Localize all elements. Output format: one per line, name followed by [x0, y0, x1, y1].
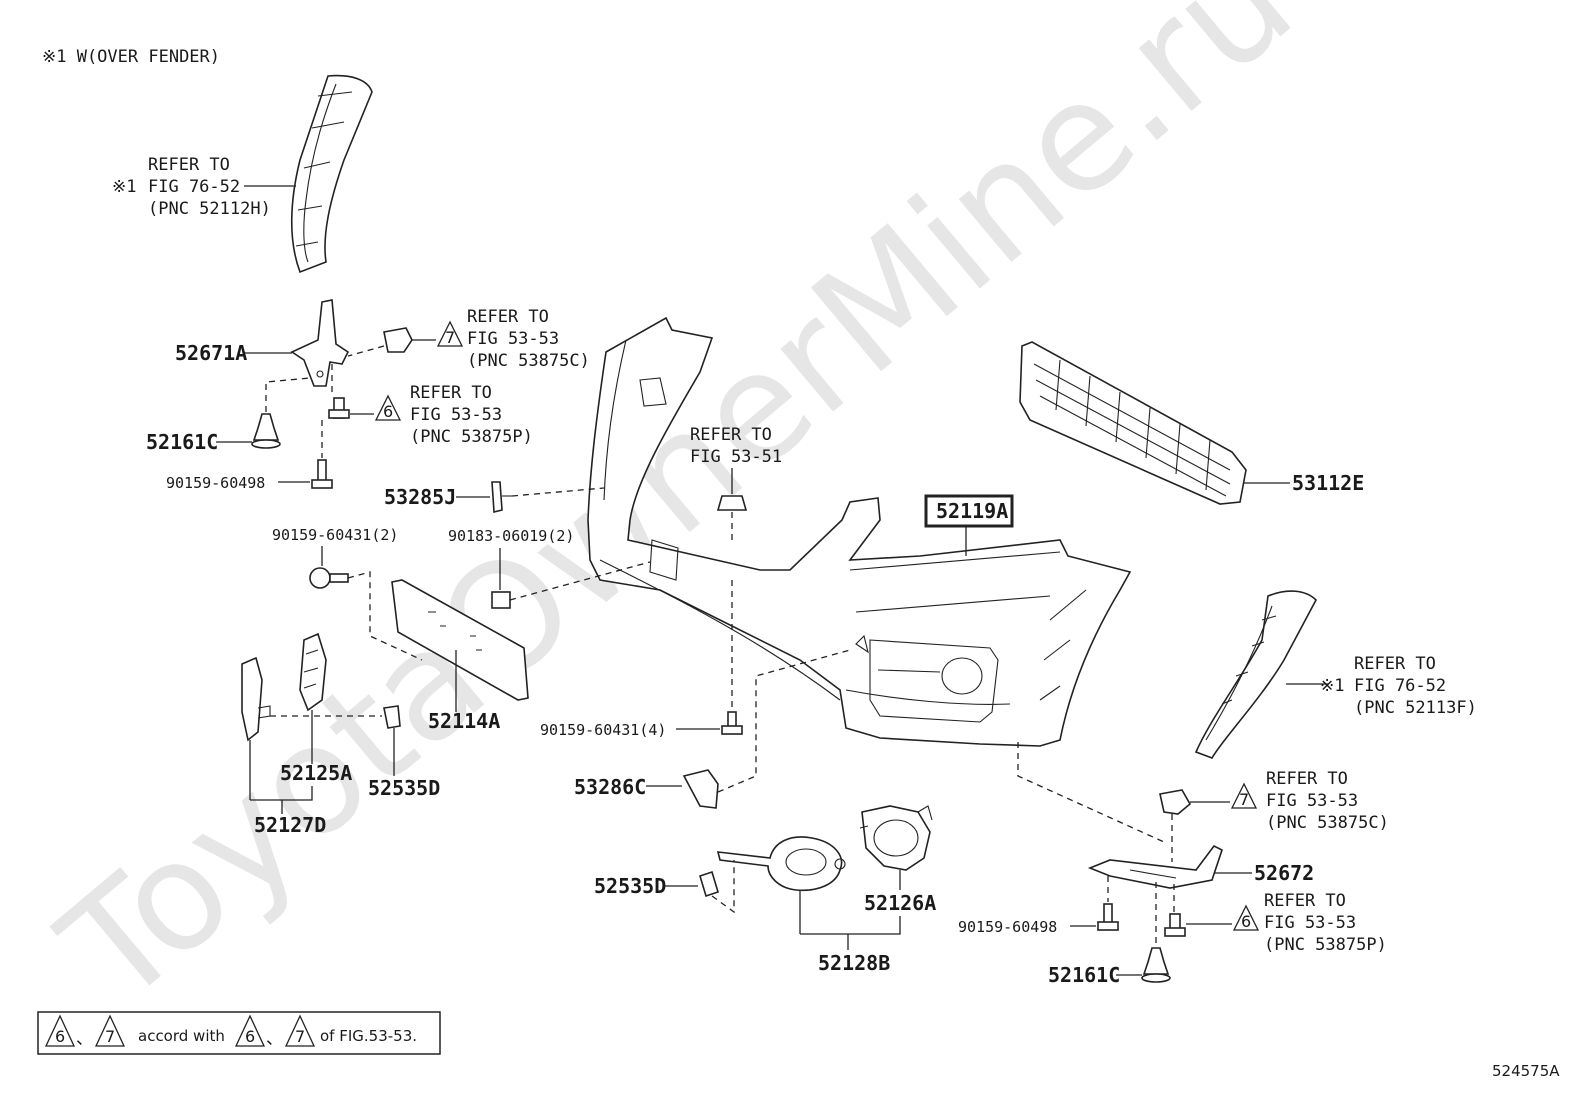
bumper-cover-52119a [587, 316, 1132, 747]
bolt-bottom-ref-line2: FIG 53-53 [1264, 913, 1356, 933]
clip-top-ref-line3: (PNC 53875C) [467, 351, 590, 371]
bolt-60431-4 [721, 711, 743, 735]
nut-06019 [491, 591, 511, 609]
legend-sep-2: 、 [266, 1029, 283, 1049]
part-53285j: 53285J [384, 485, 456, 509]
clip-bottom-ref-line3: (PNC 53875C) [1266, 813, 1389, 833]
part-52672: 52672 [1254, 861, 1314, 885]
clip-bottom-ref-line2: FIG 53-53 [1266, 791, 1358, 811]
fender-left-ref-line1: REFER TO [148, 155, 230, 175]
part-90159-60498-top: 90159-60498 [166, 474, 265, 492]
tow-cover-53286c [682, 769, 719, 809]
legend-tri-7b: 7 [295, 1027, 305, 1046]
part-52535d-bottom: 52535D [594, 874, 666, 898]
part-52114a: 52114A [428, 709, 500, 733]
bolt-bottom-ref-line1: REFER TO [1264, 891, 1346, 911]
part-52535d-left: 52535D [368, 776, 440, 800]
bolt-60431-2 [309, 567, 349, 589]
bracket-52671a [290, 299, 350, 387]
legend-accord-with: accord with [138, 1027, 225, 1045]
part-90159-60431-2: 90159-60431(2) [272, 526, 398, 544]
fender-left-ref-line2: FIG 76-52 [148, 177, 240, 197]
legend-tri-6: 6 [55, 1027, 65, 1046]
clip-bottom-ref-line1: REFER TO [1266, 769, 1348, 789]
part-52671a: 52671A [175, 341, 247, 365]
bracket-52672 [1087, 844, 1223, 889]
part-90159-60498-bottom: 90159-60498 [958, 918, 1057, 936]
bolt-top-ref-line3: (PNC 53875P) [410, 427, 533, 447]
screw-bottom [1097, 903, 1119, 931]
header-note: ※1 W(OVER FENDER) [42, 47, 220, 67]
fig-53-51-ref-line2: FIG 53-51 [690, 447, 782, 467]
bolt-bottom-ref-line3: (PNC 53875P) [1264, 935, 1387, 955]
fender-right-mark: ※1 [1320, 676, 1344, 696]
part-52161c-top: 52161C [146, 430, 218, 454]
fender-left-ref-line3: (PNC 52112H) [148, 199, 271, 219]
fog-bezel-52128b [716, 836, 846, 892]
fender-right-ref-line3: (PNC 52113F) [1354, 698, 1477, 718]
tri-6-bottom: 6 [1241, 912, 1251, 931]
fig-53-51-ref-line1: REFER TO [690, 425, 772, 445]
bolt-top-ref-line1: REFER TO [410, 383, 492, 403]
part-52128b: 52128B [818, 951, 890, 975]
fender-left-mark: ※1 [112, 177, 136, 197]
part-52126a: 52126A [864, 891, 936, 915]
fender-right-ref-line1: REFER TO [1354, 654, 1436, 674]
part-52127d: 52127D [254, 813, 326, 837]
clip-fig-53-51 [716, 495, 748, 511]
part-52125a: 52125A [280, 761, 352, 785]
fog-cover-52126a [859, 805, 933, 871]
screw-top [311, 459, 333, 489]
over-fender-left [290, 74, 373, 274]
part-53112e: 53112E [1292, 471, 1364, 495]
bolt-top [328, 397, 350, 419]
clip-top-ref-line1: REFER TO [467, 307, 549, 327]
legend-tri-7: 7 [105, 1027, 115, 1046]
part-90183-06019-2: 90183-06019(2) [448, 527, 574, 545]
bolt-bottom [1164, 913, 1186, 937]
clip-52535d-left [383, 705, 401, 729]
grille-53112e [1019, 341, 1247, 505]
tri-6-top: 6 [383, 402, 393, 421]
retainer-53285j [491, 481, 512, 514]
fender-right-ref-line2: FIG 76-52 [1354, 676, 1446, 696]
legend-tri-6b: 6 [245, 1027, 255, 1046]
part-52161c-bottom: 52161C [1048, 963, 1120, 987]
part-53286c: 53286C [574, 775, 646, 799]
legend-of-fig: of FIG.53-53. [320, 1027, 417, 1045]
clip-top [383, 327, 413, 353]
figure-code: 524575A [1492, 1062, 1560, 1080]
part-52119a: 52119A [936, 499, 1008, 523]
push-clip-top [251, 413, 281, 449]
legend-sep-1: 、 [76, 1029, 93, 1049]
part-90159-60431-4: 90159-60431(4) [540, 721, 666, 739]
legend-box: 6 、 7 accord with 6 、 7 of FIG.53-53. [37, 1011, 441, 1055]
tri-7-bottom: 7 [1239, 790, 1249, 809]
clip-bottom-53875c [1159, 789, 1192, 815]
bolt-top-ref-line2: FIG 53-53 [410, 405, 502, 425]
bracket-52125a [241, 632, 327, 742]
clip-top-ref-line2: FIG 53-53 [467, 329, 559, 349]
clip-52535d-bottom [699, 870, 719, 898]
tri-7-top: 7 [445, 328, 455, 347]
license-bracket-52114a [391, 579, 529, 701]
over-fender-right [1194, 590, 1317, 759]
push-clip-bottom [1141, 947, 1171, 983]
